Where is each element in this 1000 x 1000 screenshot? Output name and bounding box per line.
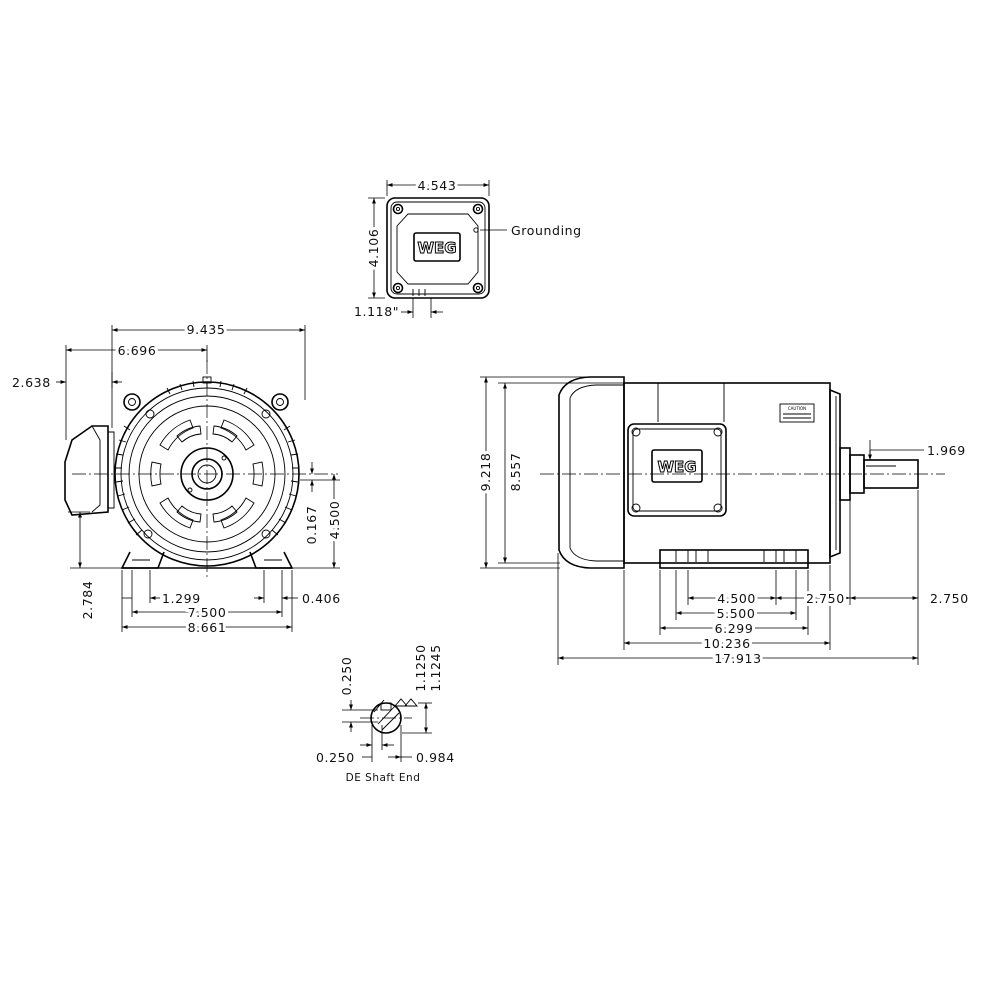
dim-shaft-diameter: 1.969 [927, 443, 966, 458]
dim-foot-spacing-1: 4.500 [717, 591, 756, 606]
front-view [64, 360, 338, 580]
side-logo-frame [651, 449, 703, 483]
dim-overall-height: 9.218 [478, 453, 493, 492]
grounding-label: Grounding [511, 223, 582, 238]
dim-base-length: 6.299 [715, 621, 754, 636]
dim-key-width: 0.250 [339, 657, 354, 696]
dim-diameter-min: 1.1245 [428, 644, 443, 691]
dim-shaft-height: 4.500 [327, 501, 342, 540]
terminal-box-view: WEG [386, 197, 490, 299]
dim-gland-offset: 1.118" [354, 304, 399, 319]
nameplate [779, 403, 815, 423]
dim-body-length: 10.236 [703, 636, 750, 651]
dim-foot-hole: 0.406 [302, 591, 341, 606]
cooling-fins [115, 380, 299, 536]
dim-axis-offset: 0.167 [304, 506, 319, 545]
side-view-dimensions: 9.218 8.557 1.969 4.500 2.750 2.750 5.50… [475, 376, 969, 669]
dim-overall-width: 9.435 [187, 322, 226, 337]
dim-key-seat: 0.984 [416, 750, 455, 765]
nameplate-text: CAUTION [788, 406, 806, 411]
dim-box-height-front: 2.784 [80, 581, 95, 620]
side-logo: WEG [657, 458, 696, 476]
dim-box-offset: 6.696 [118, 343, 157, 358]
dim-foot-spacing-2: 5.500 [717, 606, 756, 621]
side-view: WEG CAUTION [540, 376, 945, 569]
dim-box-height: 4.106 [366, 229, 381, 268]
dim-base-width: 8.661 [188, 620, 227, 635]
shaft-end-caption: DE Shaft End [346, 772, 421, 784]
dim-box-width: 4.543 [418, 178, 457, 193]
dim-key-depth: 0.250 [316, 750, 355, 765]
shaft-end-view [360, 698, 418, 734]
shaft-end-dimensions: 0.250 1.1250 1.1245 0.250 0.984 DE Shaft… [316, 644, 455, 784]
front-view-dimensions: 9.435 6.696 2.638 4.500 0.167 2.784 1.29… [12, 319, 345, 638]
dim-diameter-max: 1.1250 [413, 644, 428, 691]
dim-foot-slot: 1.299 [162, 591, 201, 606]
dim-overall-length: 17.913 [714, 651, 761, 666]
dim-end-to-foot: 2.750 [806, 591, 845, 606]
dim-foot-spacing: 7.500 [188, 605, 227, 620]
box-logo: WEG [417, 239, 456, 257]
fan-cover-slots [150, 419, 264, 529]
dim-shaft-extension: 2.750 [930, 591, 969, 606]
dim-frame-height: 8.557 [508, 453, 523, 492]
box-logo-frame [413, 232, 461, 262]
dim-box-projection: 2.638 [12, 375, 51, 390]
terminal-box-dimensions: 4.543 4.106 Grounding 1.118" [354, 175, 582, 319]
